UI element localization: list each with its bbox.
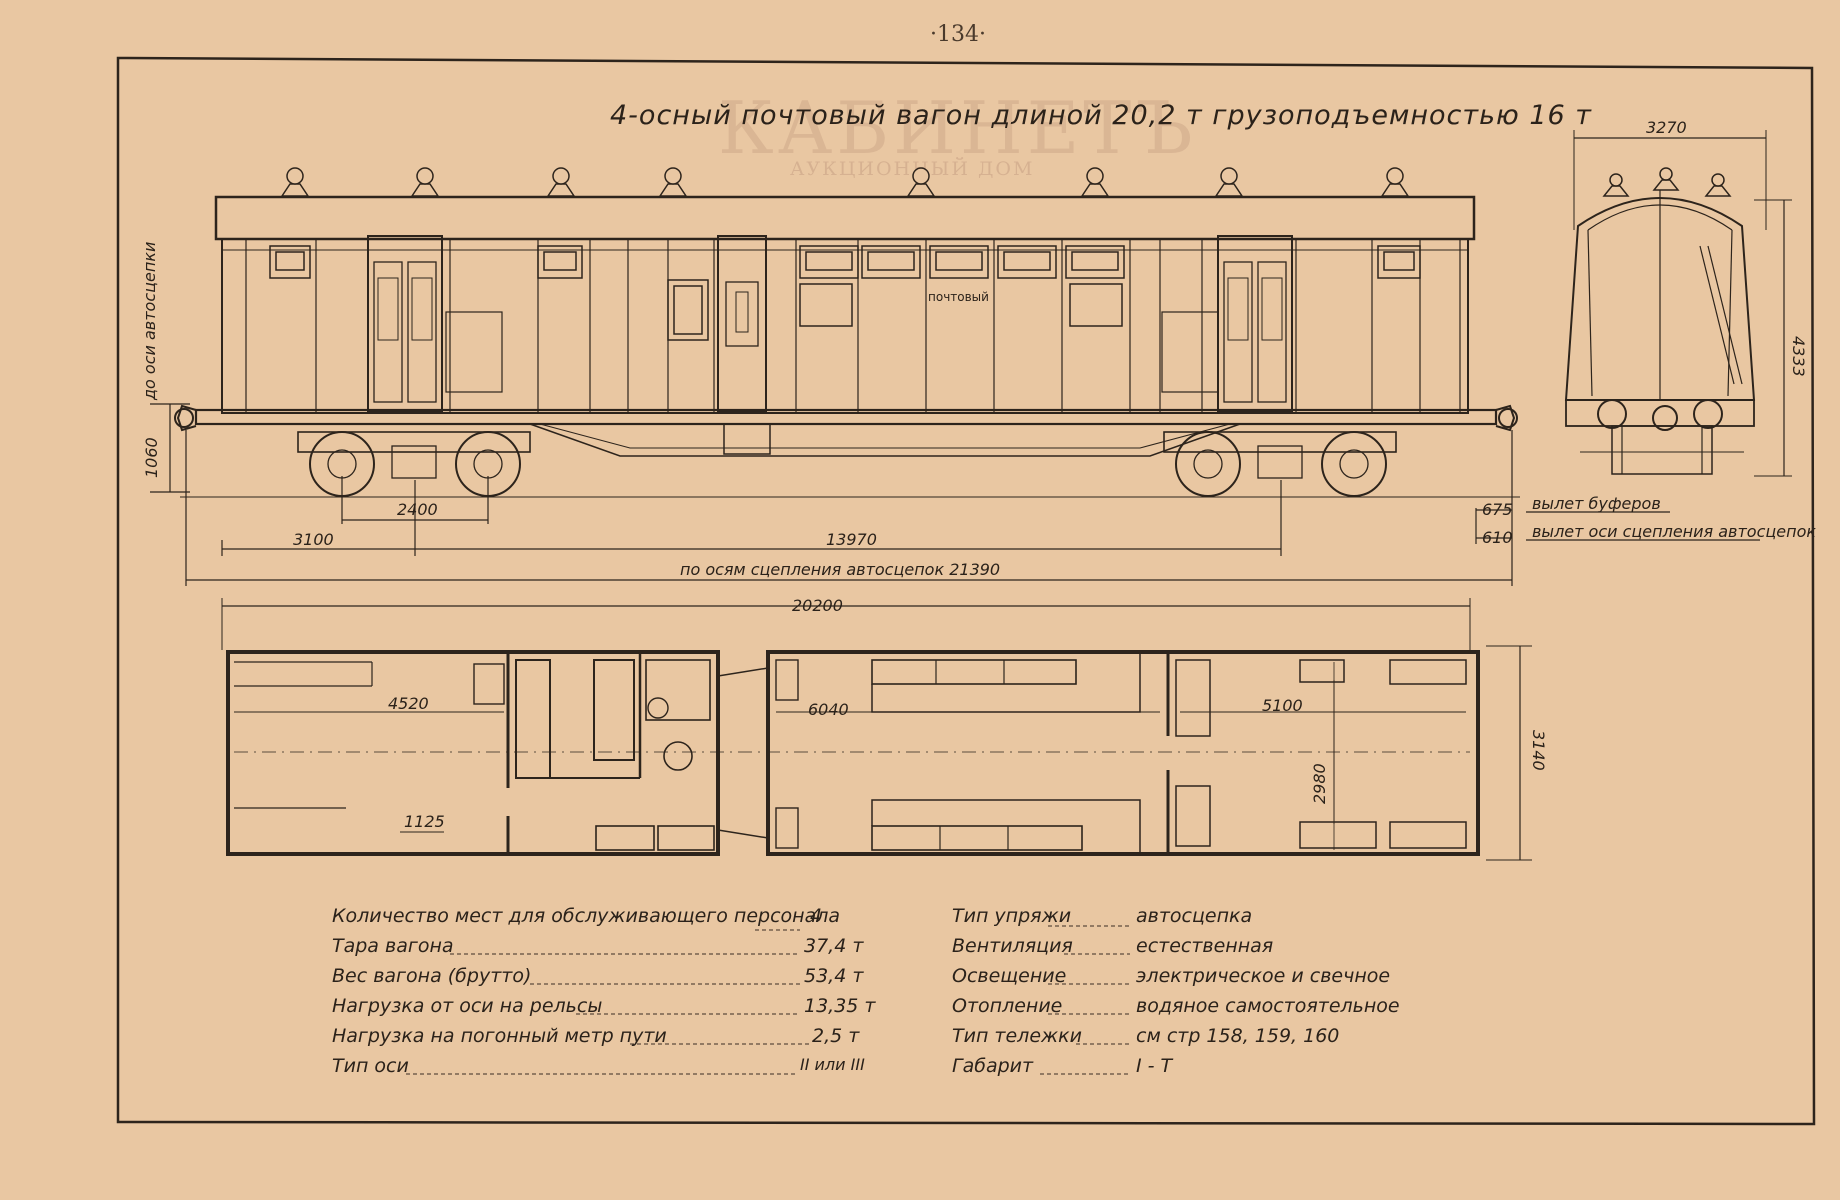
spec-label: Отопление <box>952 995 1063 1017</box>
spec-value: электрическое и свечное <box>1136 965 1391 987</box>
spec-label: Вентиляция <box>952 935 1073 957</box>
spec-label: Тип тележки <box>952 1025 1082 1047</box>
spec-label: Нагрузка от оси на рельсы <box>332 995 603 1017</box>
spec-label: Тара вагона <box>332 935 454 957</box>
spec-value: 37,4 т <box>804 935 864 957</box>
dim-bogie-base: 2400 <box>397 500 438 519</box>
spec-leader-lines <box>406 925 1130 1075</box>
plan-view <box>221 598 1532 861</box>
spec-value: 53,4 т <box>804 965 864 987</box>
dim-coupler-offset-value: 610 <box>1482 528 1513 547</box>
dim-plan-width: 3140 <box>1529 730 1548 771</box>
spec-value: 2,5 т <box>812 1025 860 1047</box>
drawing-title: 4-осный почтовый вагон длиной 20,2 т гру… <box>610 100 1593 131</box>
dim-bogie-centers: 13970 <box>826 530 877 549</box>
dim-compartment-2: 6040 <box>808 700 849 719</box>
dim-height-1060: 1060 <box>142 437 161 478</box>
spec-label: Нагрузка на погонный метр пути <box>332 1025 667 1047</box>
spec-value: естественная <box>1136 935 1274 957</box>
dim-to-axle-label: до оси автосцепки <box>140 241 159 400</box>
spec-label: Тип упряжи <box>952 905 1072 927</box>
dim-coupling-length: по осям сцепления автосцепок 21390 <box>680 560 1001 579</box>
dim-coupler-offset-label: вылет оси сцепления автосцепок <box>1532 522 1817 541</box>
spec-value: см стр 158, 159, 160 <box>1136 1025 1340 1047</box>
spec-value: II или III <box>800 1055 865 1074</box>
dim-total-length: 20200 <box>792 596 843 615</box>
dim-compartment-3: 5100 <box>1262 696 1303 715</box>
dim-buffer-offset-label: вылет буферов <box>1532 494 1661 513</box>
dim-end-width: 3270 <box>1646 118 1687 137</box>
page-number: ·134· <box>930 22 986 47</box>
watermark-subtitle: АУКЦИОННЫЙ ДОМ <box>790 158 1035 180</box>
dim-small-1125: 1125 <box>404 812 445 831</box>
dim-end-to-bogie: 3100 <box>293 530 334 549</box>
spec-value: 13,35 т <box>804 995 876 1017</box>
end-view <box>1564 130 1792 477</box>
sheet-frame <box>116 56 1816 1126</box>
watermark-logo: КАБИНЕТЪ <box>718 86 1197 170</box>
spec-label: Вес вагона (брутто) <box>332 965 532 987</box>
spec-value: водяное самостоятельное <box>1136 995 1400 1017</box>
spec-value: 4 <box>810 905 823 927</box>
dim-inner-width: 2980 <box>1310 763 1329 804</box>
dim-buffer-offset-value: 675 <box>1482 500 1513 519</box>
spec-value: I - Т <box>1136 1055 1173 1077</box>
spec-label: Габарит <box>952 1055 1034 1077</box>
side-view <box>174 167 1520 498</box>
spec-label: Освещение <box>952 965 1067 987</box>
door-label: почтовый <box>928 290 989 304</box>
spec-label: Тип оси <box>332 1055 409 1077</box>
spec-label: Количество мест для обслуживающего персо… <box>332 905 841 927</box>
spec-value: автосцепка <box>1136 905 1253 927</box>
dim-compartment-1: 4520 <box>388 694 429 713</box>
dim-end-height: 4333 <box>1789 336 1808 377</box>
side-dimension-lines <box>150 403 1760 586</box>
